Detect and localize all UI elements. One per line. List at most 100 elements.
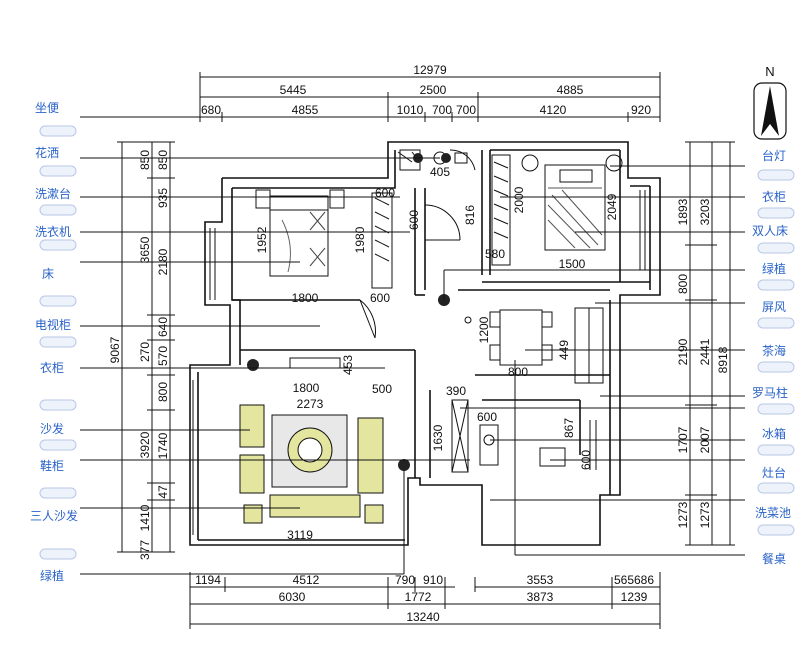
label-plant-right: 绿植 [762, 261, 786, 276]
wardrobe-left [371, 192, 393, 289]
north-label: N [765, 64, 774, 79]
inner-dimensions: 405 600 816 600 1952 1980 2000 2049 580 … [255, 165, 619, 542]
dim-bottom-row1-6: 565686 [614, 573, 654, 587]
wardrobe-right [491, 154, 511, 266]
dimension-lines-right [685, 141, 735, 546]
window-left [209, 228, 216, 300]
dim-left-col2-4: 640 [156, 317, 170, 337]
label-shower: 花洒 [35, 145, 59, 160]
dim-right-col1-2: 800 [676, 274, 690, 294]
inner-dim-19: 2273 [297, 397, 324, 411]
label-tea-table: 茶海 [762, 343, 786, 358]
dim-left-col2-5: 570 [156, 346, 170, 366]
inner-dim-5: 1952 [255, 226, 269, 253]
dim-left-col2-1: 850 [156, 150, 170, 170]
dim-top-row3-2: 4855 [292, 103, 319, 117]
label-sink: 洗菜池 [755, 506, 791, 520]
sofa-set [239, 404, 384, 524]
inner-dim-13: 1200 [477, 316, 491, 343]
dim-bottom-row2-4: 1239 [621, 590, 648, 604]
north-arrow-icon: N [753, 64, 787, 140]
inner-dim-6: 1980 [353, 226, 367, 253]
dim-bottom-row2-3: 3873 [527, 590, 554, 604]
dim-bottom-row2-1: 6030 [279, 590, 306, 604]
window-right [639, 190, 646, 270]
tv-cabinet [289, 357, 341, 369]
screen-partition [574, 307, 604, 384]
fridge [451, 399, 469, 473]
callout-labels-right: 台灯 衣柜 双人床 绿植 屏风 茶海 罗马柱 冰箱 灶台 洗菜池 餐桌 [752, 148, 795, 566]
inner-dim-8: 2049 [605, 193, 619, 220]
inner-dim-1: 405 [430, 165, 450, 179]
dim-bottom-row1-1: 1194 [195, 573, 221, 587]
dim-right-col2-2: 2441 [698, 338, 712, 365]
inner-dim-7: 2000 [512, 186, 526, 213]
label-dining-table: 餐桌 [762, 551, 786, 566]
dim-left-col1-1: 3650 [138, 236, 152, 263]
dim-right-col2-1: 3203 [698, 198, 712, 225]
dim-left-col2-7: 1740 [156, 432, 170, 459]
dim-top-1: 5445 [280, 83, 307, 97]
label-screen: 屏风 [762, 300, 786, 314]
dim-left-col2-2: 935 [156, 188, 170, 208]
dim-left-col1-3: 3920 [138, 431, 152, 458]
dim-left-col1-5: 377 [138, 540, 152, 560]
dim-left-col2-8: 47 [156, 485, 170, 499]
dim-right-col1-1: 1893 [676, 198, 690, 225]
dim-top-row3-1: 680 [201, 103, 221, 117]
inner-dim-9: 580 [485, 247, 505, 261]
dimension-lines-bottom [189, 572, 661, 629]
dim-right-col1-3: 2190 [676, 338, 690, 365]
dim-right-col1-5: 1273 [676, 501, 690, 528]
inner-dim-12: 600 [370, 291, 390, 305]
dim-top-row3-3: 1010 [397, 103, 424, 117]
inner-dim-15: 800 [508, 365, 528, 379]
inner-dim-17: 1800 [293, 381, 320, 395]
inner-dim-25: 3119 [287, 528, 313, 542]
double-bed [521, 154, 623, 251]
label-stove: 灶台 [762, 465, 786, 480]
inner-dim-20: 390 [446, 384, 466, 398]
label-fridge: 冰箱 [762, 426, 786, 441]
inner-dim-11: 1800 [292, 291, 319, 305]
inner-dim-4: 600 [407, 210, 421, 230]
label-sofa: 沙发 [40, 421, 64, 436]
dim-left-col2-6: 800 [156, 382, 170, 402]
dim-bottom-total: 13240 [406, 610, 440, 624]
inner-dim-18: 500 [372, 382, 392, 396]
bed-left [255, 189, 345, 277]
label-washing-machine: 洗衣机 [35, 224, 71, 239]
inner-dim-2: 600 [375, 186, 395, 200]
label-wardrobe: 衣柜 [40, 360, 64, 375]
dim-top-row3-6: 4120 [540, 103, 567, 117]
label-roman-column: 罗马柱 [752, 385, 788, 400]
dim-left-col1-2: 270 [138, 342, 152, 362]
dim-top-row3-5: 700 [456, 103, 476, 117]
leader-lines-right [443, 165, 745, 556]
dim-left-outer: 9067 [108, 336, 122, 363]
dining-table [464, 309, 553, 366]
dim-left-col1-4: 1410 [138, 504, 152, 531]
label-bed: 床 [42, 267, 54, 281]
label-tv-cabinet: 电视柜 [35, 317, 71, 332]
label-shoe-cabinet: 鞋柜 [40, 458, 64, 473]
label-three-seat-sofa: 三人沙发 [30, 508, 78, 523]
label-double-bed: 双人床 [752, 224, 788, 238]
dim-top-row3-7: 920 [631, 103, 651, 117]
inner-dim-23: 1630 [431, 424, 445, 451]
dim-top-2: 2500 [420, 83, 447, 97]
label-table-lamp: 台灯 [762, 148, 786, 163]
dimension-lines-left [117, 141, 175, 553]
dim-left-col3-1: 850 [138, 150, 152, 170]
dim-right-col2-4: 1273 [698, 501, 712, 528]
label-wash-basin: 洗漱台 [35, 186, 71, 201]
dim-bottom-row1-5: 3553 [527, 573, 554, 587]
callout-labels-left: 坐便 花洒 洗漱台 洗衣机 床 电视柜 衣柜 沙发 鞋柜 三人沙发 绿植 [30, 101, 78, 583]
dim-top-total: 12979 [413, 63, 447, 77]
dim-bottom-row2-2: 1772 [405, 590, 432, 604]
dim-bottom-row1-2: 4512 [293, 573, 320, 587]
label-wardrobe-right: 衣柜 [762, 189, 786, 204]
dim-top-3: 4885 [557, 83, 584, 97]
label-toilet: 坐便 [35, 101, 59, 115]
